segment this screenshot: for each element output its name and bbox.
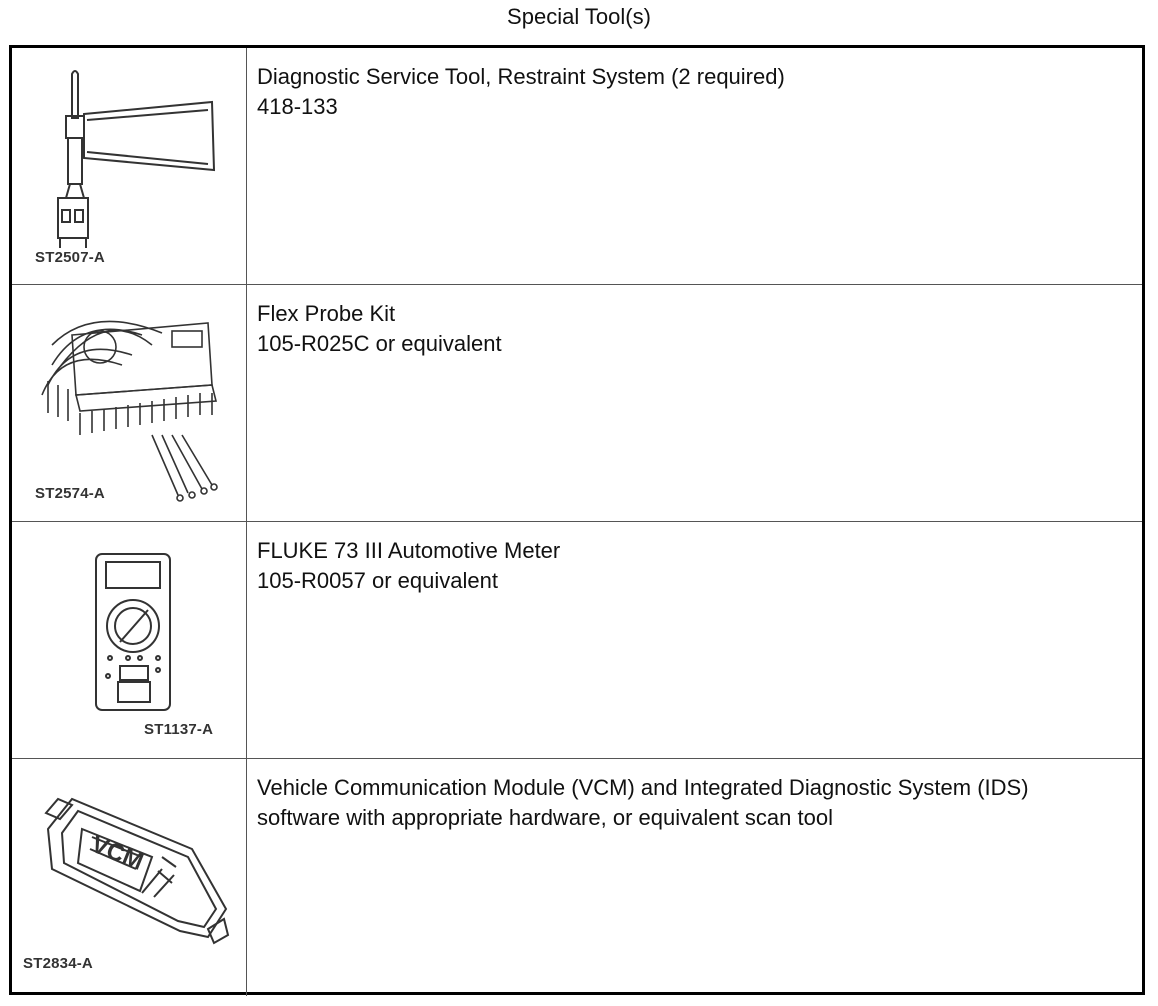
tool-description: Flex Probe Kit 105-R025C or equivalent bbox=[257, 299, 502, 359]
tool-code: ST2574-A bbox=[35, 485, 105, 502]
tool-row: ST1137-A FLUKE 73 III Automotive Meter 1… bbox=[12, 522, 1142, 759]
restraint-tool-illustration bbox=[57, 70, 216, 248]
tool-illustration-cell: ST1137-A bbox=[12, 522, 247, 758]
tool-name: FLUKE 73 III Automotive Meter bbox=[257, 538, 561, 563]
tool-code: ST2507-A bbox=[35, 249, 105, 266]
vcm-illustration: VCM bbox=[44, 797, 230, 945]
automotive-meter-illustration bbox=[95, 553, 171, 711]
flex-probe-kit-illustration bbox=[41, 320, 218, 502]
tool-illustration-cell: VCM ST2834-A bbox=[12, 759, 247, 996]
tool-code: ST2834-A bbox=[23, 955, 93, 972]
tool-description: FLUKE 73 III Automotive Meter 105-R0057 … bbox=[257, 536, 560, 596]
tool-number: software with appropriate hardware, or e… bbox=[257, 805, 833, 830]
tool-number: 105-R0057 or equivalent bbox=[257, 568, 498, 593]
tool-number: 418-133 bbox=[257, 94, 338, 119]
tool-code: ST1137-A bbox=[144, 721, 214, 738]
tool-illustration-cell: ST2507-A bbox=[12, 48, 247, 284]
tool-description: Diagnostic Service Tool, Restraint Syste… bbox=[257, 62, 785, 122]
tool-description: Vehicle Communication Module (VCM) and I… bbox=[257, 773, 1029, 833]
page-title: Special Tool(s) bbox=[507, 4, 651, 29]
tool-illustration-cell: ST2574-A bbox=[12, 285, 247, 521]
special-tools-table: ST2507-A Diagnostic Service Tool, Restra… bbox=[9, 45, 1145, 996]
tool-row: VCM ST2834-A Vehicle Communication Modul… bbox=[12, 759, 1142, 996]
tool-row: ST2574-A Flex Probe Kit 105-R025C or equ… bbox=[12, 285, 1142, 522]
tool-name: Diagnostic Service Tool, Restraint Syste… bbox=[257, 64, 785, 89]
svg-text:VCM: VCM bbox=[87, 831, 147, 876]
tool-name: Flex Probe Kit bbox=[257, 301, 396, 326]
tool-row: ST2507-A Diagnostic Service Tool, Restra… bbox=[12, 48, 1142, 285]
tool-name: Vehicle Communication Module (VCM) and I… bbox=[257, 775, 1029, 800]
tool-number: 105-R025C or equivalent bbox=[257, 331, 502, 356]
